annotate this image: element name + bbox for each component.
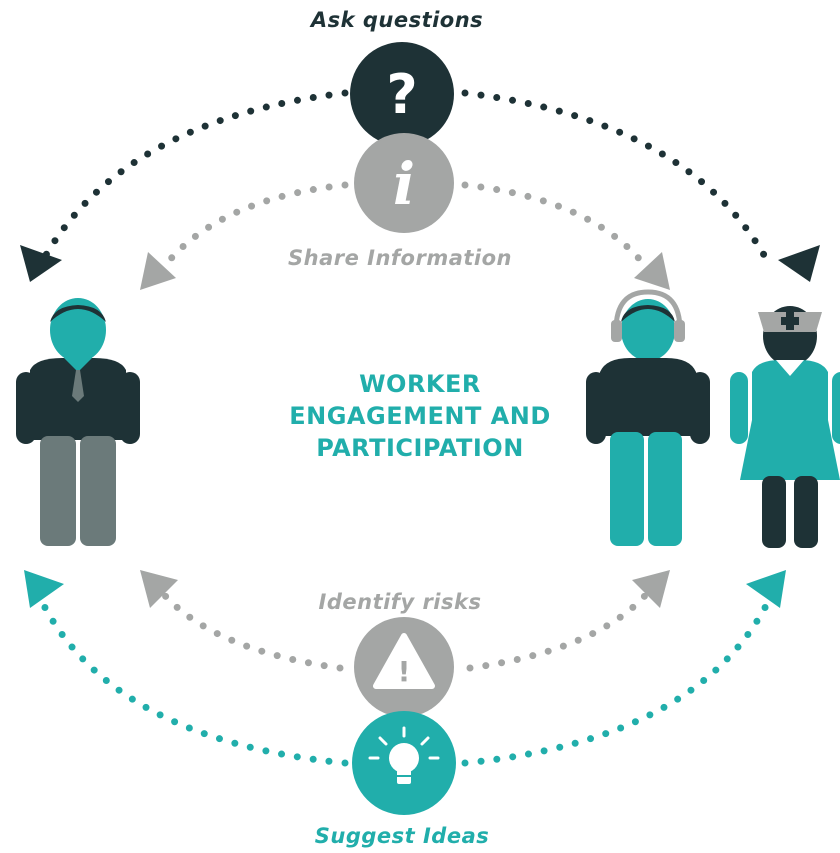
svg-text:!: ! [398,655,411,688]
center-title-line3: PARTICIPATION [316,434,524,462]
worker-with-headset-figure [586,289,710,546]
arrowhead-right-dark [778,245,820,282]
share-information-arc [140,181,670,290]
ask-questions-label: Ask questions [310,8,484,32]
share-information-label: Share Information [287,246,513,270]
identify-risks-label: Identify risks [318,590,482,614]
arrowhead-right-grey-top [634,252,670,290]
arrowhead-left-dark [20,245,62,282]
suggest-ideas-label: Suggest Ideas [314,824,490,848]
arrowhead-right-grey-bottom [632,570,670,608]
center-title-line1: WORKER [359,370,481,398]
information-icon: i [354,133,454,233]
center-title-line2: ENGAGEMENT AND [289,402,551,430]
manager-figure [16,298,140,546]
arrowhead-left-grey-bottom [140,570,178,608]
suggest-ideas-arc [24,570,786,767]
svg-text:?: ? [386,63,417,126]
svg-text:i: i [393,150,415,218]
identify-risks-arc [140,570,670,672]
arrowhead-right-teal [746,570,786,608]
nurse-figure [730,306,840,548]
arrowhead-left-grey-top [140,252,176,290]
center-title: WORKER ENGAGEMENT AND PARTICIPATION [289,368,551,464]
lightbulb-icon [352,711,456,815]
warning-icon: ! [354,617,454,717]
arrowhead-left-teal [24,570,64,608]
question-icon: ? [350,42,454,146]
ask-questions-arc [20,89,820,282]
